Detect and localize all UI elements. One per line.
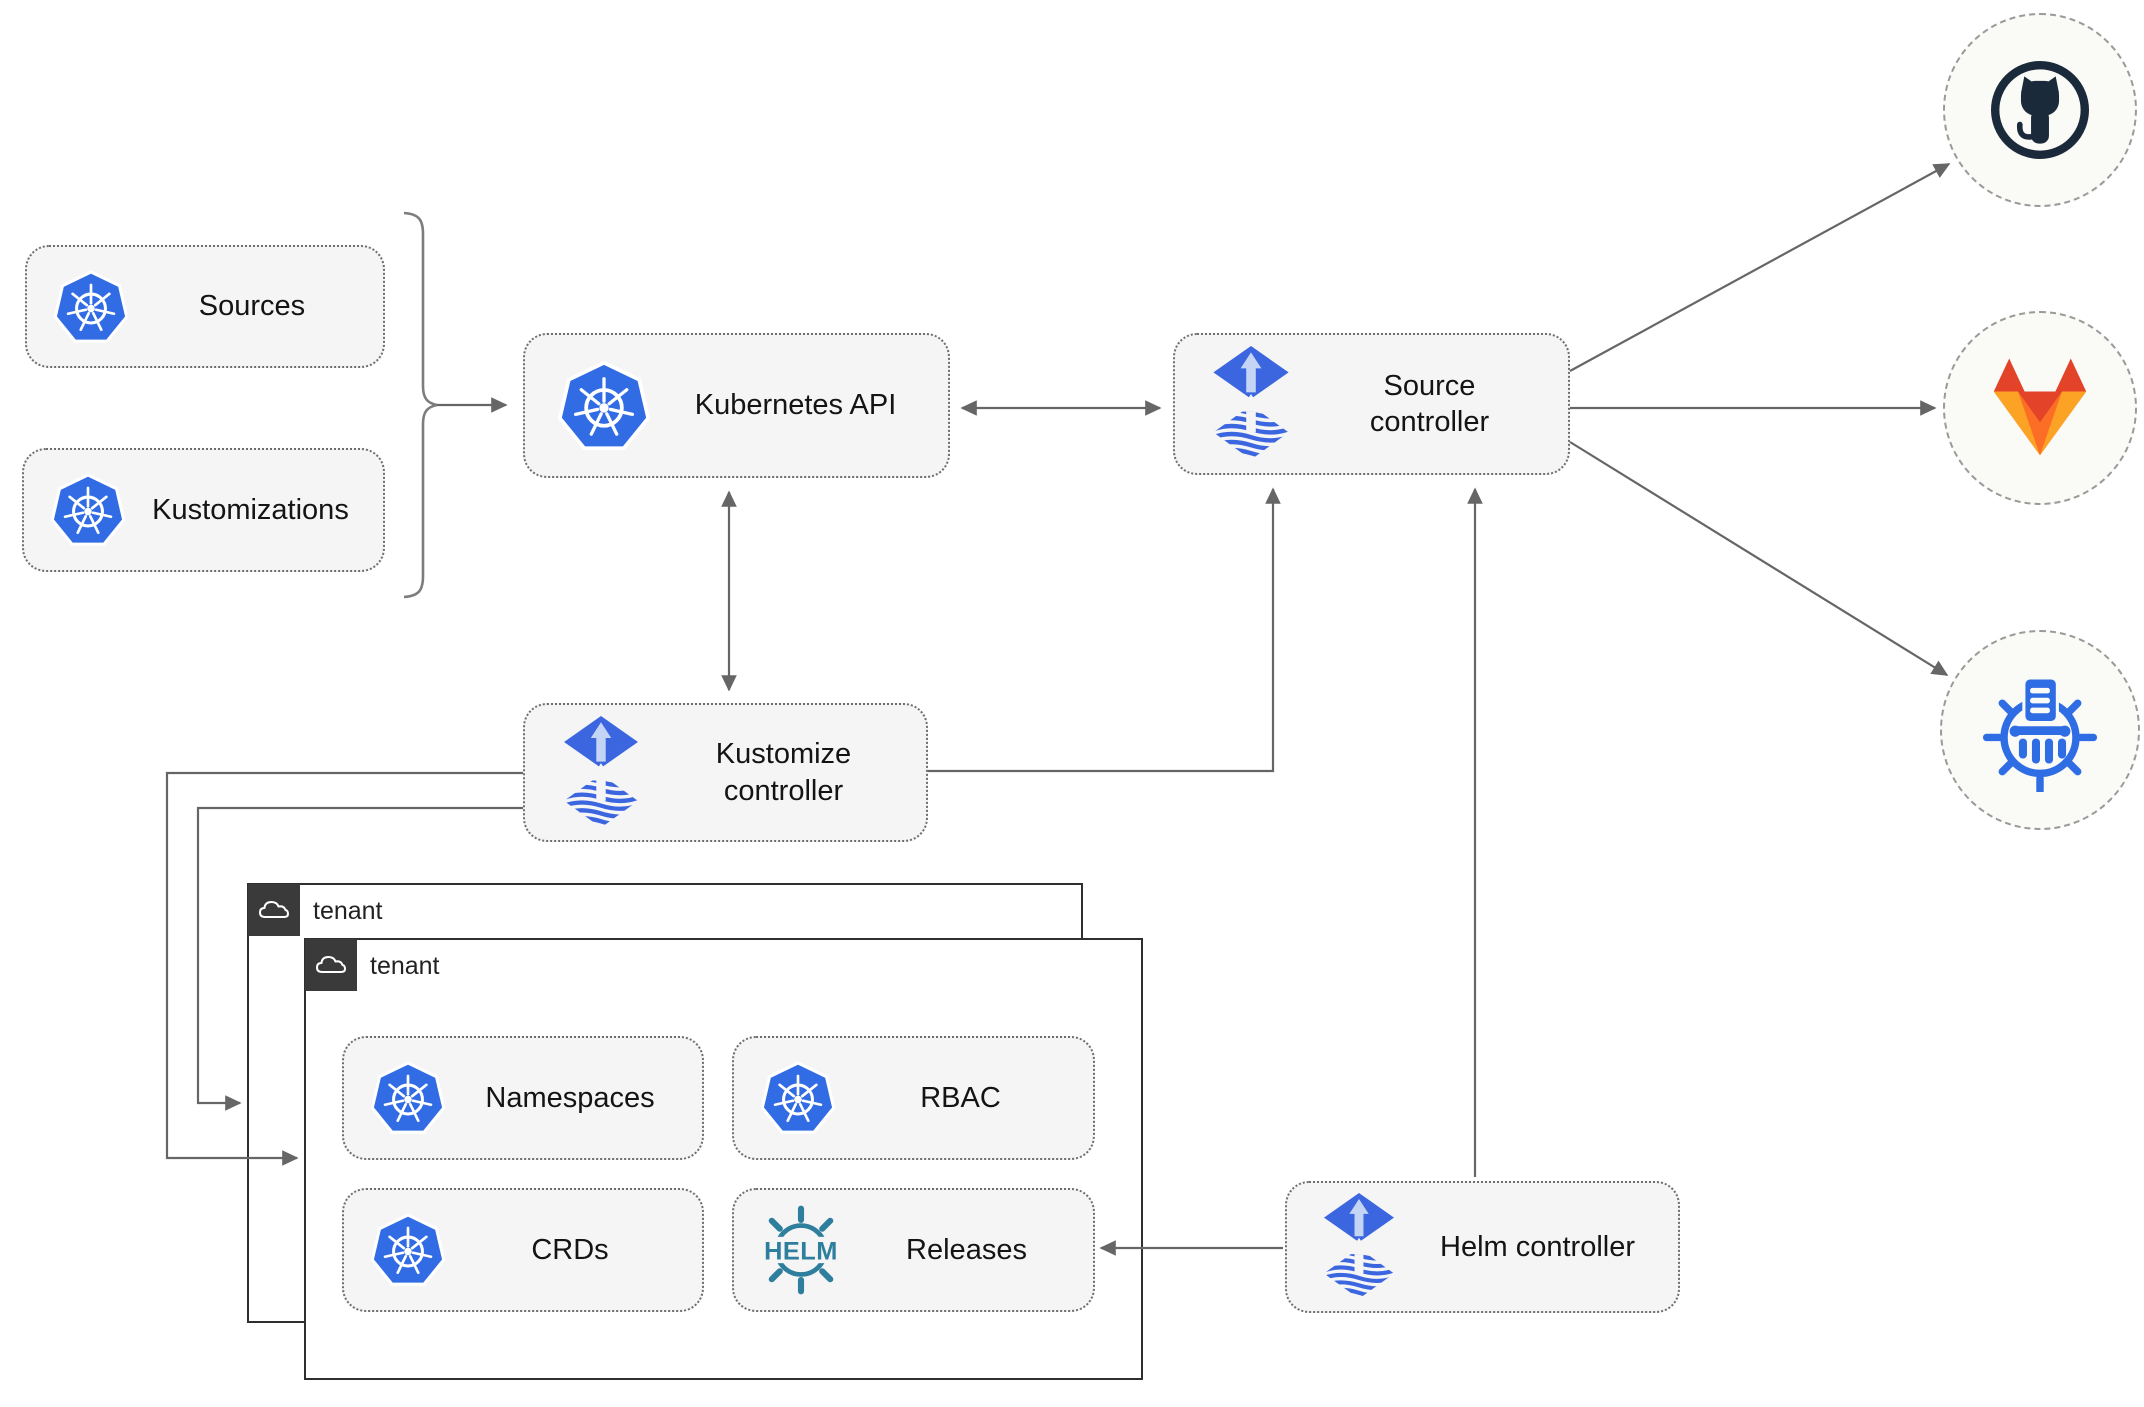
- releases-box: Releases: [732, 1188, 1095, 1312]
- tenant-label: tenant: [370, 952, 440, 980]
- helm-controller-box: Helm controller: [1285, 1181, 1680, 1313]
- kustomizations-box: Kustomizations: [22, 448, 385, 572]
- flux-icon: [1321, 1193, 1397, 1301]
- kustomizations-label: Kustomizations: [152, 493, 349, 526]
- source-controller-label: Source controller: [1369, 369, 1490, 438]
- source-controller-box: Source controller: [1173, 333, 1570, 475]
- edge-source-to-github: [1569, 163, 1951, 372]
- flux-icon: [561, 716, 641, 830]
- kubernetes-api-label: Kubernetes API: [694, 389, 897, 422]
- namespaces-label: Namespaces: [485, 1081, 655, 1114]
- gitlab-icon: [1985, 358, 2095, 458]
- rbac-box: RBAC: [732, 1036, 1095, 1160]
- rbac-label: RBAC: [920, 1081, 1001, 1114]
- sources-box: Sources: [25, 245, 385, 368]
- kubernetes-icon: [370, 1212, 446, 1288]
- kubernetes-icon: [50, 472, 126, 548]
- kustomize-controller-box: Kustomize controller: [523, 703, 928, 842]
- github-circle: [1943, 13, 2137, 207]
- cloud-icon: [305, 939, 357, 991]
- kubernetes-api-box: Kubernetes API: [523, 333, 950, 478]
- chartmuseum-circle: [1940, 630, 2140, 830]
- crds-label: CRDs: [531, 1233, 609, 1266]
- curly-brace: [403, 211, 438, 599]
- cloud-icon: [248, 884, 300, 936]
- chartmuseum-icon: [1978, 668, 2102, 792]
- edge-kustomize-to-source: [928, 487, 1281, 773]
- helm-controller-label: Helm controller: [1440, 1230, 1635, 1263]
- kubernetes-icon: [370, 1060, 446, 1136]
- sources-label: Sources: [198, 290, 306, 323]
- edge-source-to-chartmuseum: [1569, 441, 1949, 676]
- crds-box: CRDs: [342, 1188, 704, 1312]
- github-icon: [1984, 54, 2096, 166]
- flux-icon: [1211, 346, 1291, 462]
- kubernetes-icon: [557, 359, 651, 453]
- releases-label: Releases: [906, 1233, 1027, 1266]
- gitlab-circle: [1943, 311, 2137, 505]
- helm-icon: [754, 1203, 848, 1297]
- kubernetes-icon: [53, 269, 129, 345]
- namespaces-box: Namespaces: [342, 1036, 704, 1160]
- tenant-label: tenant: [313, 897, 383, 925]
- kubernetes-icon: [760, 1060, 836, 1136]
- kustomize-controller-label: Kustomize controller: [715, 738, 852, 807]
- tenant-frame-front: tenant Namespaces RBAC CRDs Releases: [304, 938, 1143, 1380]
